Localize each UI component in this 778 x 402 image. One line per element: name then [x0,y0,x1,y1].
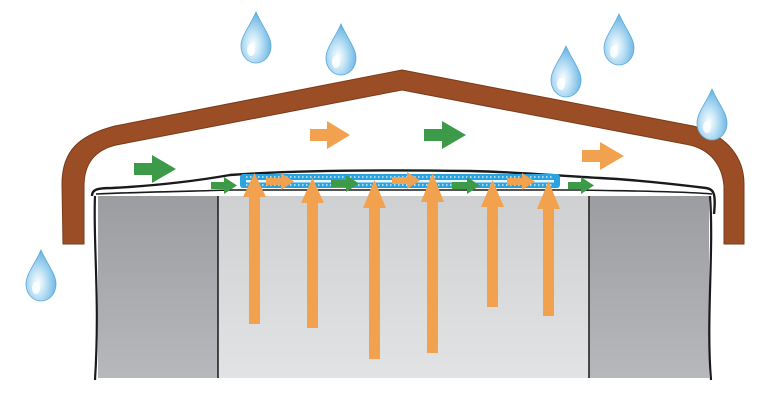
arrow-right-icon [424,121,466,149]
arrow-right-icon [211,177,237,194]
building-left-outline [93,195,98,381]
arrow-right-icon [568,177,594,194]
arrow-right-icon [452,177,480,194]
arrow-right-icon [392,172,420,189]
attic-airflow-arrows [134,121,624,183]
roof-deck-outline [90,169,716,215]
arrow-up-icon [537,181,560,316]
arrow-up-icon [243,173,266,324]
water-drop-icon [550,44,582,98]
water-drop-icon [603,12,635,66]
arrow-up-icon [421,173,444,353]
left-wall [98,196,218,378]
building [93,195,713,381]
water-drop-icon [696,87,728,141]
right-wall [589,196,709,378]
arrow-right-icon [582,142,624,170]
pitched-roof [61,69,745,245]
arrow-right-icon [266,173,294,190]
arrow-right-icon [134,155,176,183]
heat-arrows [243,173,560,359]
building-right-outline [708,195,713,381]
arrow-right-icon [331,175,359,192]
arrow-right-icon [507,173,535,190]
gap-airflow-arrows [211,172,594,194]
roof-deck-line-lower [95,189,713,195]
water-drop-icon [240,10,272,64]
arrow-up-icon [363,180,386,359]
water-drop-icon [325,22,357,76]
water-drop-icon [25,248,57,302]
arrow-up-icon [481,180,504,307]
rain [25,10,728,302]
arrow-up-icon [301,178,324,328]
arrow-right-icon [310,121,350,149]
inner-room [218,196,589,378]
